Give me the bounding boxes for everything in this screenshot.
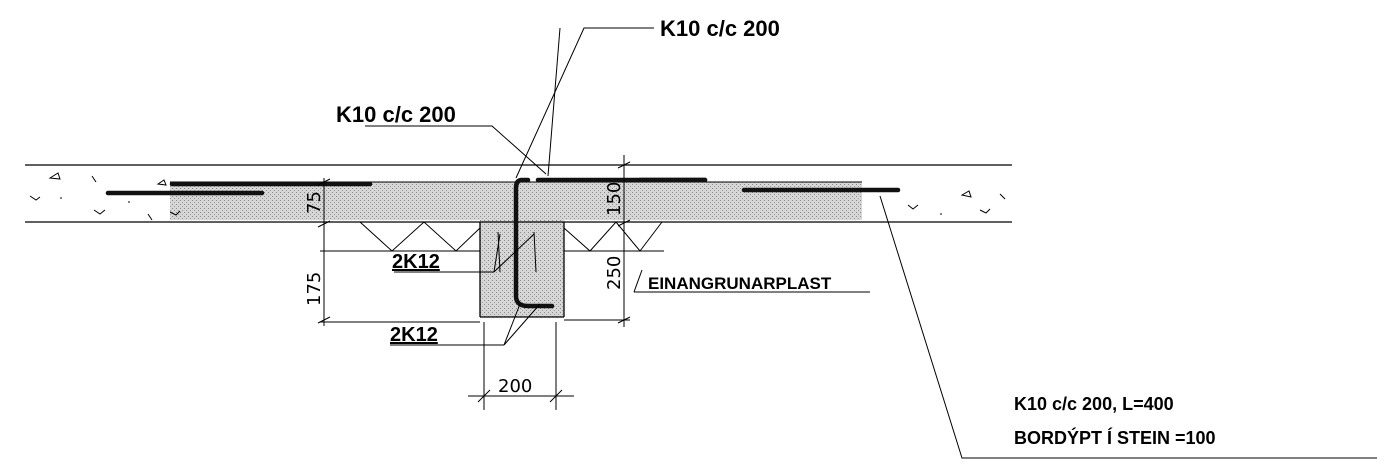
note-line-1: K10 c/c 200, L=400	[1014, 394, 1174, 414]
beam	[479, 222, 565, 318]
lower-bars-label: 2K12	[390, 324, 438, 346]
stirrup-bar	[513, 177, 555, 309]
dim-beam-depth-right: 250	[604, 256, 625, 290]
dim-beam-depth-left: 175	[304, 272, 325, 306]
concrete-texture-marks	[29, 172, 1006, 221]
insulation-label: EINANGRUNARPLAST	[648, 274, 832, 293]
top-callout-label: K10 c/c 200	[660, 16, 780, 41]
beam-infill-section	[480, 220, 564, 317]
note-line-2: BORDÝPT Í STEIN =100	[1014, 427, 1216, 448]
mid-callout-label: K10 c/c 200	[336, 102, 456, 127]
insulation-hatch	[320, 221, 664, 252]
upper-bars-label: 2K12	[392, 251, 440, 273]
reinforcement	[105, 177, 901, 309]
dim-slab-left: 75	[304, 191, 325, 214]
beam-bar-right	[533, 231, 537, 273]
dim-slab-right: 150	[604, 182, 625, 216]
beam-bar-left	[497, 231, 501, 273]
dimension-lines	[317, 155, 631, 410]
dim-beam-width: 200	[498, 376, 532, 397]
